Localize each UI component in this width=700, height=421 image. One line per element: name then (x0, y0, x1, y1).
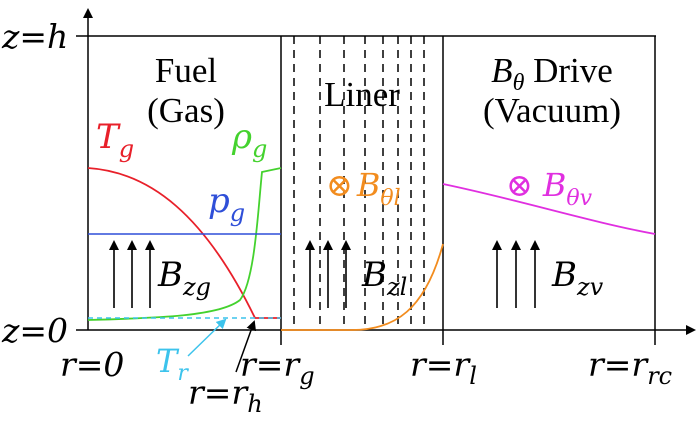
drive-title: Bθ Drive (491, 51, 613, 96)
drive-subtitle: (Vacuum) (483, 91, 621, 130)
into-page-icon: ⊗ (326, 166, 353, 204)
btheta-liner-label: ⊗Bθl (326, 166, 401, 211)
temperature-label: Tg (96, 117, 134, 163)
radiation-temperature-label: Tr (156, 342, 189, 386)
z-top-label: z=h (1, 17, 68, 56)
rg-label: r=rg (240, 345, 315, 390)
bz-vacuum-label: Bzv (551, 255, 604, 301)
into-page-icon: ⊗ (506, 166, 533, 204)
liner-field-curve (281, 243, 444, 331)
bz-gas-arrows (109, 240, 155, 308)
temperature-curve (87, 167, 281, 319)
tr-pointer-arrow (187, 318, 227, 357)
btheta-vacuum-label: ⊗Bθv (506, 166, 593, 211)
z-bottom-label: z=0 (1, 311, 68, 350)
rh-label: r=rh (188, 373, 263, 418)
rh-pointer-arrow (235, 320, 256, 373)
bz-liner-arrows (305, 240, 351, 308)
liner-title: Liner (324, 75, 400, 114)
density-curve (87, 167, 282, 321)
rl-label: r=rl (410, 345, 477, 390)
fuel-subtitle: (Gas) (147, 91, 225, 130)
density-label: ρg (231, 117, 267, 163)
pressure-label: pg (208, 181, 245, 227)
r0-label: r=0 (60, 345, 124, 384)
bz-gas-label: Bzg (157, 255, 211, 301)
vacuum-field-curve (442, 183, 656, 235)
bz-liner-label: Bzl (361, 255, 407, 301)
liner-zones (293, 36, 425, 330)
bz-vacuum-arrows (492, 240, 540, 308)
rrc-label: r=rrc (588, 345, 672, 390)
fuel-title: Fuel (155, 51, 218, 90)
